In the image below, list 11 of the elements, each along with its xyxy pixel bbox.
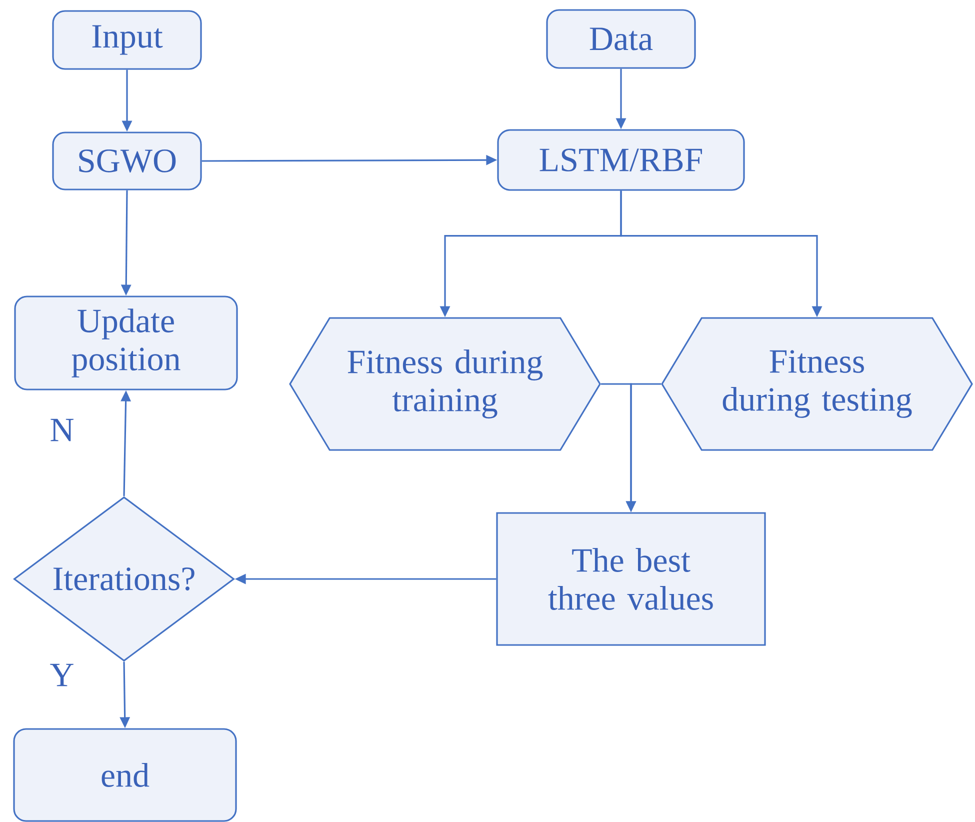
edge-label: Y <box>50 664 74 686</box>
process-box: end <box>13 728 237 822</box>
process-box: Update position <box>14 296 238 390</box>
process-box: Data <box>546 9 696 69</box>
edge-label: N <box>50 418 74 442</box>
process-box: SGWO <box>52 132 202 190</box>
hexagon-box: Fitness during testing <box>661 317 973 451</box>
hexagon-box: Fitness during training <box>289 317 601 451</box>
process-box: LSTM/RBF <box>497 129 745 191</box>
process-box: Input <box>52 10 202 70</box>
process-box: The best three values <box>496 512 766 646</box>
